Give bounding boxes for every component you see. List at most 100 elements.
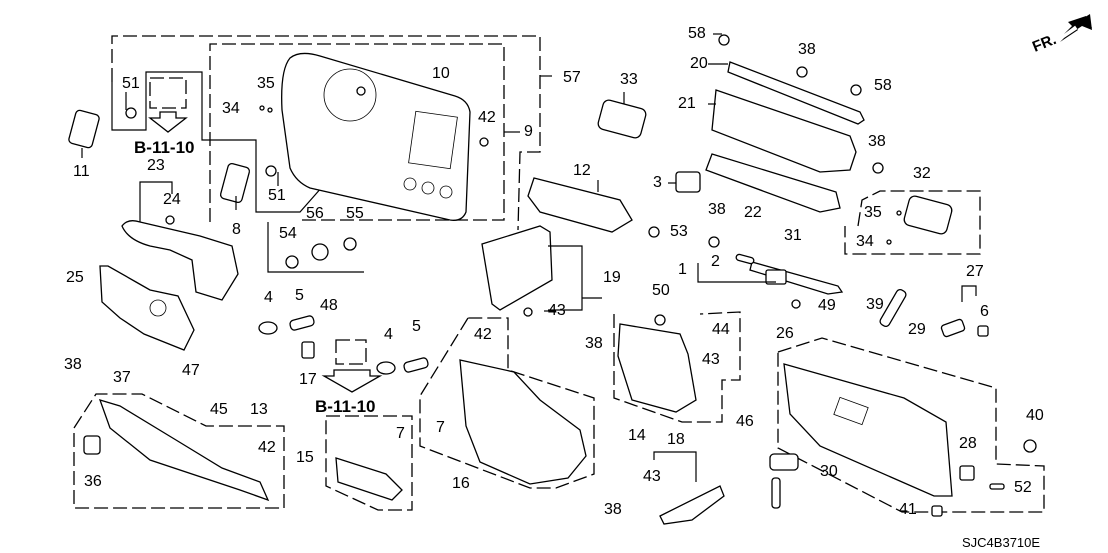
part-label-38[interactable]: 38 — [64, 356, 82, 373]
part-label-28[interactable]: 28 — [959, 435, 977, 452]
part-label-26[interactable]: 26 — [776, 325, 794, 342]
lid-19 — [481, 225, 553, 311]
part-label-51[interactable]: 51 — [122, 75, 140, 92]
part-label-16[interactable]: 16 — [452, 475, 470, 492]
nut-41 — [931, 505, 943, 517]
part-label-38[interactable]: 38 — [708, 201, 726, 218]
part-label-42[interactable]: 42 — [474, 326, 492, 343]
part-label-58[interactable]: 58 — [688, 25, 706, 42]
part-label-41[interactable]: 41 — [899, 501, 917, 518]
part-label-34[interactable]: 34 — [856, 233, 874, 250]
part-label-21[interactable]: 21 — [678, 95, 696, 112]
part-label-31[interactable]: 31 — [784, 227, 802, 244]
part-label-47[interactable]: 47 — [182, 362, 200, 379]
bracket-18 — [653, 451, 697, 482]
assembly-57-boundary — [111, 35, 541, 231]
part-label-36[interactable]: 36 — [84, 473, 102, 490]
upper-strip-20 — [727, 61, 865, 125]
part-label-54[interactable]: 54 — [279, 225, 297, 242]
clip-17 — [301, 341, 315, 359]
part-label-30[interactable]: 30 — [820, 463, 838, 480]
part-label-8[interactable]: 8 — [232, 221, 241, 238]
part-label-49[interactable]: 49 — [818, 297, 836, 314]
part-label-29[interactable]: 29 — [908, 321, 926, 338]
part-label-57[interactable]: 57 — [563, 69, 581, 86]
part-label-58[interactable]: 58 — [874, 77, 892, 94]
part-label-5[interactable]: 5 — [295, 287, 304, 304]
part-label-53[interactable]: 53 — [670, 223, 688, 240]
part-label-42[interactable]: 42 — [478, 109, 496, 126]
part-label-20[interactable]: 20 — [690, 55, 708, 72]
part-label-27[interactable]: 27 — [966, 263, 984, 280]
part-label-7[interactable]: 7 — [396, 425, 405, 442]
assembly-14-boundary — [613, 311, 741, 423]
damper-29 — [879, 288, 907, 328]
part-label-25[interactable]: 25 — [66, 269, 84, 286]
assembly-15-boundary — [325, 415, 413, 511]
part-label-15[interactable]: 15 — [296, 449, 314, 466]
part-label-24[interactable]: 24 — [163, 191, 181, 208]
part-label-14[interactable]: 14 — [628, 427, 646, 444]
clip-6 — [977, 325, 989, 337]
part-label-40[interactable]: 40 — [1026, 407, 1044, 424]
part-label-55[interactable]: 55 — [346, 205, 364, 222]
clip-4a — [258, 321, 278, 335]
bracket-1 — [697, 263, 776, 283]
part-label-37[interactable]: 37 — [113, 369, 131, 386]
bracket-27 — [961, 285, 977, 302]
bracket-31 — [749, 261, 844, 295]
part-label-56[interactable]: 56 — [306, 205, 324, 222]
part-label-35[interactable]: 35 — [257, 75, 275, 92]
part-label-13[interactable]: 13 — [250, 401, 268, 418]
part-label-39[interactable]: 39 — [866, 296, 884, 313]
part-label-34[interactable]: 34 — [222, 100, 240, 117]
bracket-54-56 — [267, 222, 364, 273]
part-label-18[interactable]: 18 — [667, 431, 685, 448]
bracket-51 — [111, 71, 331, 213]
part-label-7[interactable]: 7 — [436, 419, 445, 436]
part-label-35[interactable]: 35 — [864, 204, 882, 221]
part-label-48[interactable]: 48 — [320, 297, 338, 314]
part-label-10[interactable]: 10 — [432, 65, 450, 82]
part-label-17[interactable]: 17 — [299, 371, 317, 388]
part-label-44[interactable]: 44 — [712, 321, 730, 338]
part-label-3[interactable]: 3 — [653, 174, 662, 191]
part-label-45[interactable]: 45 — [210, 401, 228, 418]
side-vent-32 — [903, 195, 953, 235]
part-label-4[interactable]: 4 — [384, 326, 393, 343]
reference-link-b-11-10-upper[interactable]: B-11-10 — [134, 138, 195, 157]
part-label-38[interactable]: 38 — [604, 501, 622, 518]
part-label-52[interactable]: 52 — [1014, 479, 1032, 496]
upper-tray-21 — [711, 89, 857, 173]
part-label-1[interactable]: 1 — [678, 261, 687, 278]
pin-2 — [735, 253, 755, 265]
part-label-33[interactable]: 33 — [620, 71, 638, 88]
reference-arrow-upper-icon — [148, 111, 188, 133]
striker-28 — [959, 465, 975, 481]
part-label-43[interactable]: 43 — [702, 351, 720, 368]
reference-link-b-11-10-lower[interactable]: B-11-10 — [315, 397, 376, 416]
diagram-code: SJC4B3710E — [962, 535, 1041, 550]
part-label-38[interactable]: 38 — [868, 133, 886, 150]
part-label-6[interactable]: 6 — [980, 303, 989, 320]
glove-box-26 — [783, 363, 953, 497]
part-label-9[interactable]: 9 — [524, 123, 533, 140]
part-label-19[interactable]: 19 — [603, 269, 621, 286]
part-label-23[interactable]: 23 — [147, 157, 165, 174]
part-label-11[interactable]: 11 — [73, 163, 90, 180]
socket-55 — [343, 237, 357, 251]
part-label-32[interactable]: 32 — [913, 165, 931, 182]
part-label-22[interactable]: 22 — [744, 204, 762, 221]
part-label-43[interactable]: 43 — [548, 302, 566, 319]
part-label-46[interactable]: 46 — [736, 413, 754, 430]
part-label-43[interactable]: 43 — [643, 468, 661, 485]
part-label-2[interactable]: 2 — [711, 253, 720, 270]
part-label-5[interactable]: 5 — [412, 318, 421, 335]
part-label-42[interactable]: 42 — [258, 439, 276, 456]
part-label-12[interactable]: 12 — [573, 162, 591, 179]
part-label-38[interactable]: 38 — [585, 335, 603, 352]
part-label-51[interactable]: 51 — [268, 187, 286, 204]
part-label-4[interactable]: 4 — [264, 289, 273, 306]
part-label-38[interactable]: 38 — [798, 41, 816, 58]
part-label-50[interactable]: 50 — [652, 282, 670, 299]
